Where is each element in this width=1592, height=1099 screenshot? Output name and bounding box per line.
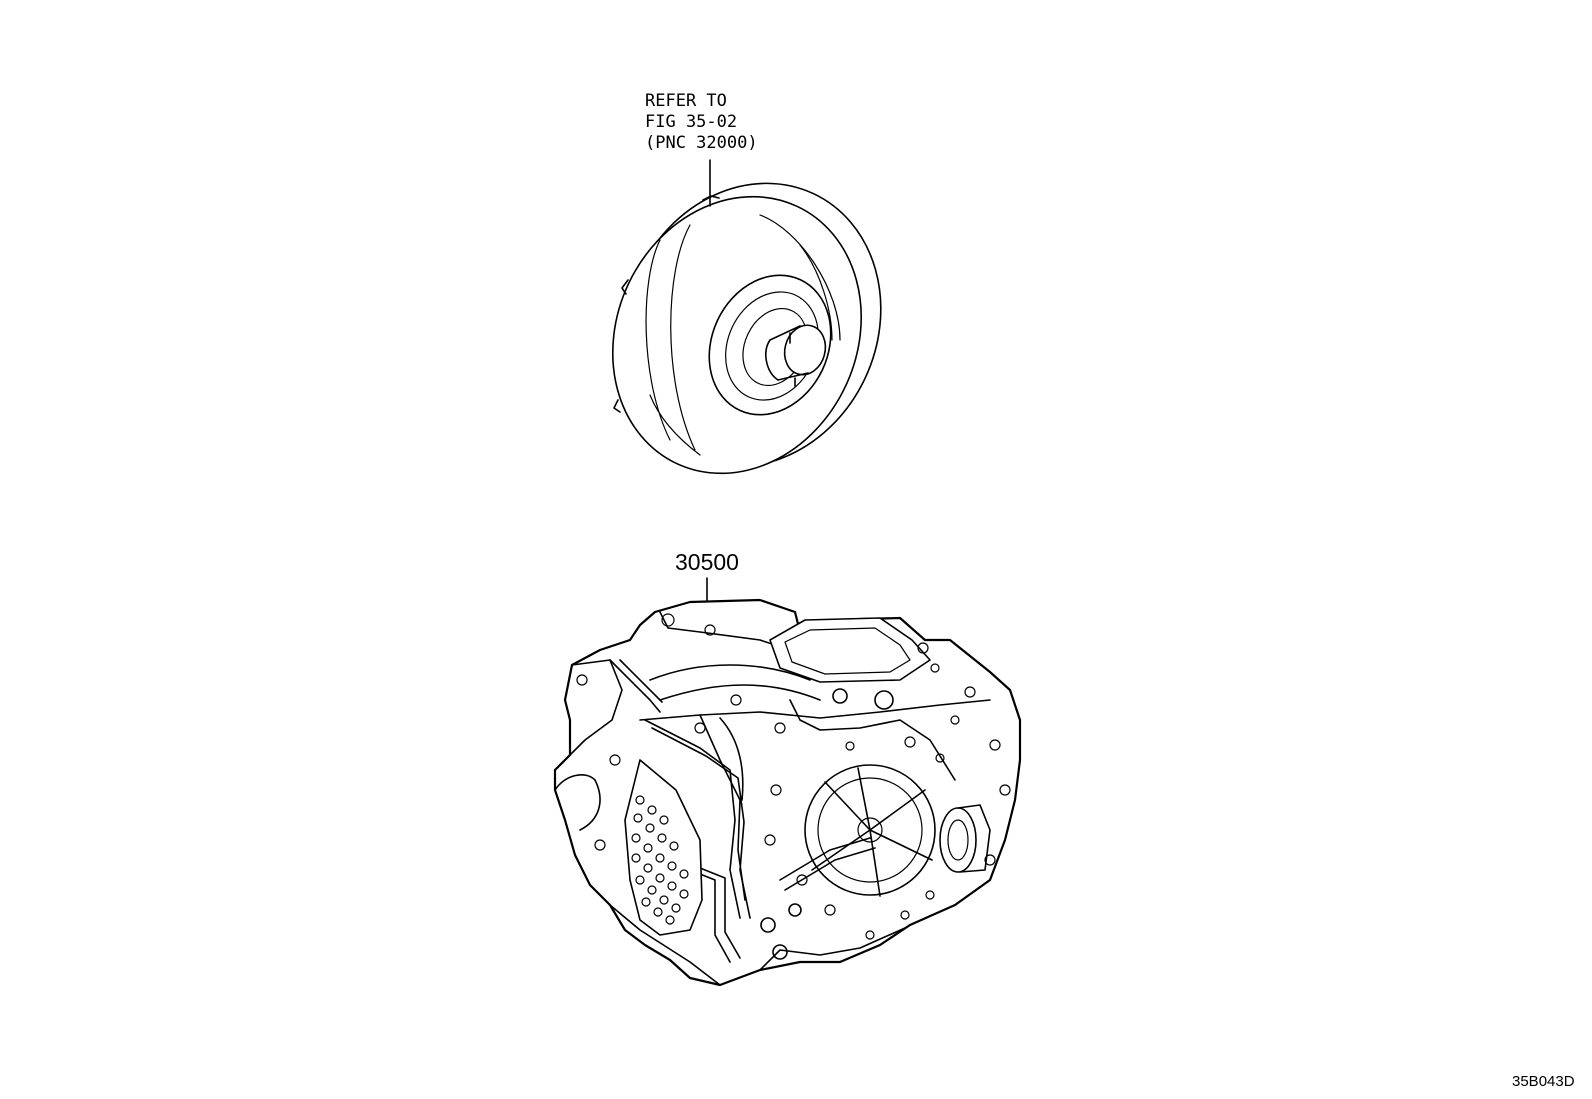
- torque-converter-callout-line2: FIG 35-02: [645, 112, 737, 132]
- fin-grid: [631, 795, 689, 925]
- torque-converter-drawing: [611, 182, 882, 475]
- torque-converter-callout-line3: (PNC 32000): [645, 133, 758, 153]
- transaxle-part-number: 30500: [675, 549, 739, 575]
- transaxle-drawing: [553, 598, 1022, 987]
- figure-code: 35B043D: [1512, 1073, 1575, 1090]
- torque-converter-callout-line1: REFER TO: [645, 91, 727, 111]
